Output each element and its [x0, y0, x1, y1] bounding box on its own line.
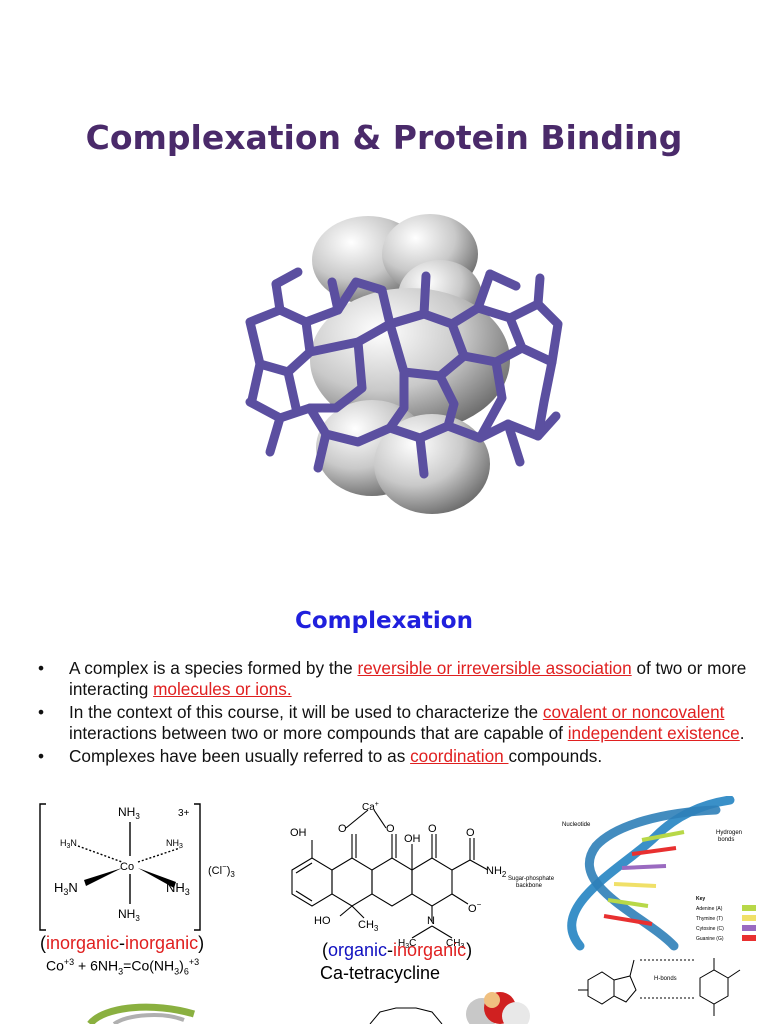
highlight-text: molecules or ions.: [153, 679, 292, 699]
inorganic-caption: (inorganic-inorganic): [40, 933, 205, 953]
bullet-item: A complex is a species formed by the rev…: [38, 658, 748, 700]
dna-key-legend: Key Adenine (A) Thymine (T) Cytosine (C)…: [696, 896, 756, 942]
svg-text:Thymine (T): Thymine (T): [696, 916, 723, 922]
cobalt-equation: Co+3 + 6NH3=Co(NH3)6+3: [46, 957, 200, 977]
tetracycline-structure: Ca+ OH O O OH O O NH2 O− HO CH3 N H3C CH…: [290, 801, 507, 948]
nanotube-cage: [245, 267, 563, 479]
svg-text:O: O: [466, 827, 475, 839]
svg-text:Ca+: Ca+: [362, 801, 379, 813]
page-title: Complexation & Protein Binding: [85, 118, 683, 157]
svg-text:Co: Co: [120, 861, 134, 873]
cobalt-complex-structure: NH3 3+ H3N NH3 Co (Cl−)3 H3N NH3 NH3: [39, 803, 235, 931]
svg-text:O: O: [386, 823, 395, 835]
bullet-list: A complex is a species formed by the rev…: [38, 658, 748, 769]
svg-text:NH2: NH2: [486, 865, 507, 879]
svg-text:NH3: NH3: [118, 907, 140, 923]
svg-text:NH3: NH3: [166, 880, 190, 897]
svg-text:NH3: NH3: [166, 838, 183, 850]
svg-text:bonds: bonds: [718, 837, 734, 843]
svg-text:Nucleotide: Nucleotide: [562, 822, 591, 828]
svg-text:H3C: H3C: [398, 938, 416, 948]
highlight-text: independent existence: [567, 723, 740, 743]
svg-text:backbone: backbone: [516, 883, 543, 889]
svg-text:H3N: H3N: [60, 838, 77, 850]
svg-text:Sugar-phosphate: Sugar-phosphate: [508, 876, 555, 882]
svg-text:Hydrogen: Hydrogen: [716, 830, 742, 836]
section-heading: Complexation: [294, 608, 473, 634]
svg-text:3+: 3+: [178, 808, 190, 819]
svg-text:(Cl−)3: (Cl−)3: [208, 862, 235, 879]
bullet-item: Complexes have been usually referred to …: [38, 746, 748, 767]
svg-text:H-bonds: H-bonds: [654, 976, 677, 982]
tetracycline-label: Ca-tetracycline: [320, 963, 441, 983]
space-filling-molecule-fragment: [466, 992, 530, 1024]
crown-ether-fragment: [369, 1007, 443, 1024]
svg-text:OH: OH: [404, 833, 421, 845]
highlight-text: coordination: [410, 746, 509, 766]
svg-text:N: N: [427, 915, 435, 927]
guest-molecule-spheres: [310, 214, 510, 514]
svg-text:NH3: NH3: [118, 805, 140, 821]
ring-illustration-fragment: [87, 1003, 196, 1024]
svg-text:O: O: [428, 823, 437, 835]
molecular-cage-image: [245, 214, 563, 514]
svg-text:O−: O−: [468, 900, 482, 915]
svg-text:Guanine (G): Guanine (G): [696, 936, 724, 942]
svg-text:O: O: [338, 823, 347, 835]
dna-helix-illustration: Nucleotide Hydrogen bonds Sugar-phosphat…: [508, 796, 756, 951]
svg-text:OH: OH: [290, 827, 307, 839]
svg-text:CH3: CH3: [358, 919, 379, 933]
svg-text:Adenine (A): Adenine (A): [696, 906, 723, 912]
highlight-text: covalent or noncovalent: [542, 702, 725, 722]
svg-text:Key: Key: [696, 896, 705, 902]
organic-caption: (organic-inorganic): [322, 940, 473, 960]
svg-text:H3N: H3N: [54, 880, 78, 897]
base-pair-structure: H-bonds: [578, 958, 741, 1016]
svg-text:HO: HO: [314, 915, 331, 927]
bullet-item: In the context of this course, it will b…: [38, 702, 748, 744]
highlight-text: reversible or irreversible association: [357, 658, 632, 678]
svg-text:Cytosine (C): Cytosine (C): [696, 926, 724, 932]
svg-text:CH3: CH3: [446, 938, 464, 948]
